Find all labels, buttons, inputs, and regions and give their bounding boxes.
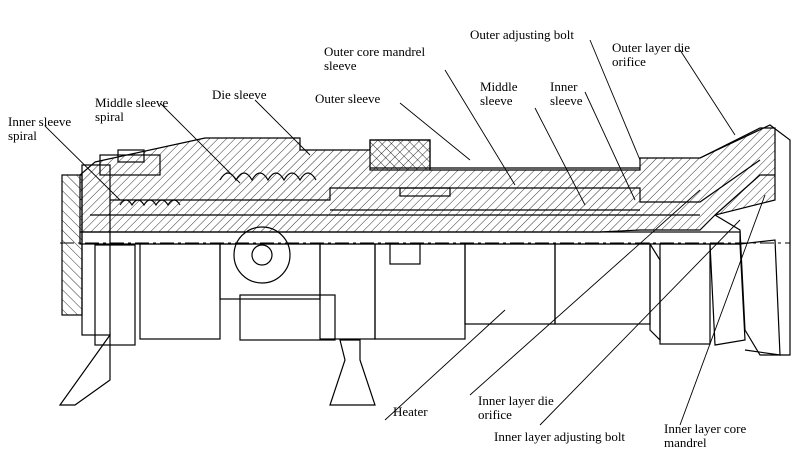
label-line: Middle sleeve bbox=[95, 95, 169, 110]
label-middle-sleeve: Middle sleeve bbox=[480, 80, 518, 108]
label-line: Outer sleeve bbox=[315, 91, 381, 106]
label-line: sleeve bbox=[550, 93, 583, 108]
label-heater: Heater bbox=[393, 405, 428, 419]
die-body-section bbox=[61, 124, 791, 356]
label-inner-layer-adjusting-bolt: Inner layer adjusting bolt bbox=[494, 430, 625, 444]
label-outer-layer-die-orifice: Outer layer die orifice bbox=[612, 41, 690, 69]
label-outer-core-mandrel-sleeve: Outer core mandrel sleeve bbox=[324, 45, 425, 73]
label-line: spiral bbox=[8, 128, 37, 143]
label-outer-adjusting-bolt: Outer adjusting bolt bbox=[470, 28, 574, 42]
label-line: Outer adjusting bolt bbox=[470, 27, 574, 42]
label-line: sleeve bbox=[480, 93, 513, 108]
label-line: sleeve bbox=[324, 58, 357, 73]
label-line: Inner layer die bbox=[478, 393, 554, 408]
label-line: orifice bbox=[478, 407, 512, 422]
label-inner-layer-die-orifice: Inner layer die orifice bbox=[478, 394, 554, 422]
label-line: Outer layer die bbox=[612, 40, 690, 55]
label-inner-layer-core-mandrel: Inner layer core mandrel bbox=[664, 422, 746, 450]
label-line: Inner layer adjusting bolt bbox=[494, 429, 626, 444]
label-line: Inner layer core bbox=[664, 421, 747, 436]
label-outer-sleeve: Outer sleeve bbox=[315, 92, 380, 106]
label-inner-sleeve: Inner sleeve bbox=[550, 80, 582, 108]
label-line: Outer core mandrel bbox=[324, 44, 426, 59]
label-line: Inner sleeve bbox=[8, 114, 72, 129]
label-line: spiral bbox=[95, 109, 124, 124]
leader-lines bbox=[44, 39, 766, 426]
label-line: Inner bbox=[550, 79, 578, 94]
label-line: Middle bbox=[480, 79, 518, 94]
label-inner-sleeve-spiral: Inner sleeve spiral bbox=[8, 115, 71, 143]
label-line: Die sleeve bbox=[212, 87, 267, 102]
label-line: orifice bbox=[612, 54, 646, 69]
label-die-sleeve: Die sleeve bbox=[212, 88, 267, 102]
label-middle-sleeve-spiral: Middle sleeve spiral bbox=[95, 96, 168, 124]
lower-half-exterior bbox=[58, 226, 781, 406]
label-line: Heater bbox=[393, 404, 428, 419]
label-line: mandrel bbox=[664, 435, 707, 450]
